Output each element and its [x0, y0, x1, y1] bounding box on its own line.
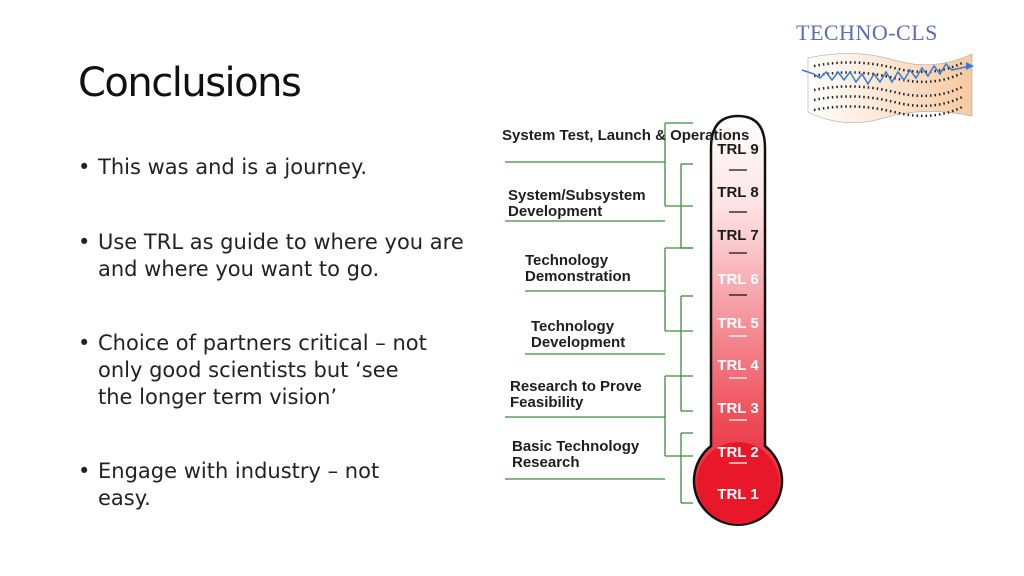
- bullet-marker: •: [78, 230, 91, 254]
- stage-system-development: System/Subsystem Development: [508, 187, 646, 220]
- stage-technology-development: Technology Development: [531, 318, 626, 351]
- trl-level-6: TRL 6: [717, 271, 759, 288]
- trl-level-8: TRL 8: [717, 184, 759, 201]
- trl-level-3: TRL 3: [717, 400, 759, 417]
- bullet-item: • Engage with industry – not easy.: [78, 458, 428, 512]
- level-ticks: [729, 169, 747, 296]
- stage-technology-demonstration: Technology Demonstration: [525, 252, 631, 285]
- bullet-item: • This was and is a journey.: [78, 154, 478, 181]
- bullet-marker: •: [78, 459, 91, 483]
- bullet-item: • Use TRL as guide to where you are and w…: [78, 229, 478, 283]
- logo-text: TECHNO-CLS: [796, 20, 938, 45]
- trl-thermometer-diagram: System Test, Launch & Operations System/…: [495, 108, 795, 538]
- bullet-text: Engage with industry – not easy.: [98, 459, 380, 510]
- trl-level-5: TRL 5: [717, 315, 759, 332]
- slide-title: Conclusions: [78, 60, 302, 106]
- trl-level-1: TRL 1: [717, 486, 759, 503]
- connector-lines: [505, 122, 693, 504]
- trl-level-9: TRL 9: [717, 141, 759, 158]
- trl-levels: TRL 9 TRL 8 TRL 7 TRL 6 TRL 5 TRL 4 TRL …: [711, 108, 765, 538]
- logo-graphic: [801, 53, 974, 123]
- techno-cls-logo: TECHNO-CLS: [794, 18, 974, 128]
- stage-research-feasibility: Research to Prove Feasibility: [510, 378, 642, 411]
- trl-level-2: TRL 2: [717, 444, 759, 461]
- bullet-marker: •: [78, 331, 91, 355]
- bullet-item: • Choice of partners critical – not only …: [78, 330, 438, 411]
- thermometer-graphic: [505, 114, 784, 526]
- trl-level-4: TRL 4: [717, 357, 759, 374]
- bullet-marker: •: [78, 155, 91, 179]
- bullet-text: Use TRL as guide to where you are and wh…: [98, 230, 464, 281]
- stage-basic-research: Basic Technology Research: [512, 438, 640, 471]
- bullet-text: Choice of partners critical – not only g…: [98, 331, 427, 409]
- trl-level-7: TRL 7: [717, 227, 759, 244]
- bullet-text: This was and is a journey.: [98, 155, 368, 179]
- stage-system-test: System Test, Launch & Operations: [502, 127, 750, 144]
